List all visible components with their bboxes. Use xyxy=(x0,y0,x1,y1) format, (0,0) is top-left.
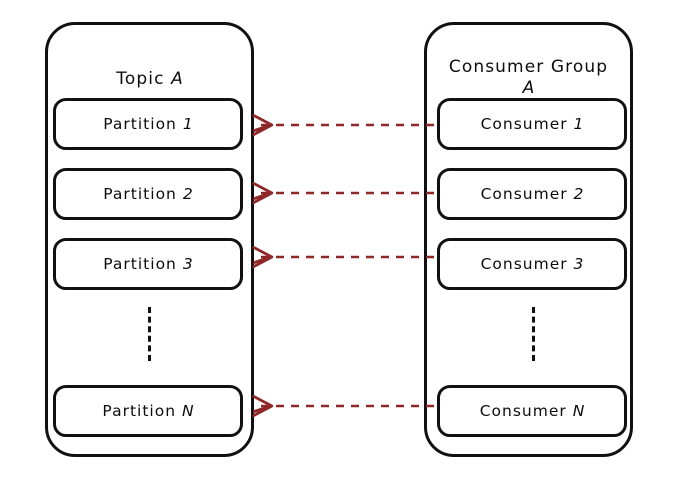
consumer-ellipsis-icon xyxy=(532,307,535,361)
consumer-n-text: Consumer xyxy=(479,402,567,420)
consumer-box-n-label: Consumer N xyxy=(480,402,585,420)
partition-box-2[interactable]: Partition 2 xyxy=(53,168,243,220)
partition-n-text: Partition xyxy=(102,402,177,420)
partition-n-suffix: N xyxy=(181,402,194,420)
consumer-group-title-line2: A xyxy=(522,78,535,99)
consumer-2-text: Consumer xyxy=(480,185,568,203)
partition-2-text: Partition xyxy=(103,185,177,203)
consumer-box-2-label: Consumer 2 xyxy=(481,185,584,203)
partition-3-suffix: 3 xyxy=(182,255,193,273)
partition-box-3-label: Partition 3 xyxy=(103,255,192,273)
partition-1-text: Partition xyxy=(103,115,177,133)
consumer-box-3-label: Consumer 3 xyxy=(481,255,584,273)
partition-2-suffix: 2 xyxy=(182,185,193,203)
consumer-2-suffix: 2 xyxy=(573,185,584,203)
partition-box-1[interactable]: Partition 1 xyxy=(53,98,243,150)
consumer-box-1[interactable]: Consumer 1 xyxy=(437,98,627,150)
consumer-1-suffix: 1 xyxy=(573,115,584,133)
consumer-group-panel-title: Consumer Group A xyxy=(427,57,630,100)
partition-1-suffix: 1 xyxy=(182,115,193,133)
partition-box-1-label: Partition 1 xyxy=(103,115,192,133)
consumer-n-suffix: N xyxy=(572,402,585,420)
consumer-group-title-line1: Consumer Group xyxy=(448,57,609,77)
partition-box-3[interactable]: Partition 3 xyxy=(53,238,243,290)
consumer-box-1-label: Consumer 1 xyxy=(481,115,584,133)
topic-panel-title: Topic A xyxy=(48,69,251,90)
consumer-box-3[interactable]: Consumer 3 xyxy=(437,238,627,290)
partition-ellipsis-icon xyxy=(148,307,151,361)
partition-3-text: Partition xyxy=(103,255,177,273)
topic-panel-title-suffix: A xyxy=(171,69,183,89)
partition-box-2-label: Partition 2 xyxy=(103,185,192,203)
topic-panel-title-text: Topic xyxy=(116,69,165,89)
partition-box-n[interactable]: Partition N xyxy=(53,385,243,437)
partition-box-n-label: Partition N xyxy=(102,402,193,420)
consumer-box-n[interactable]: Consumer N xyxy=(437,385,627,437)
consumer-3-suffix: 3 xyxy=(573,255,584,273)
consumer-3-text: Consumer xyxy=(480,255,568,273)
consumer-box-2[interactable]: Consumer 2 xyxy=(437,168,627,220)
consumer-1-text: Consumer xyxy=(480,115,568,133)
